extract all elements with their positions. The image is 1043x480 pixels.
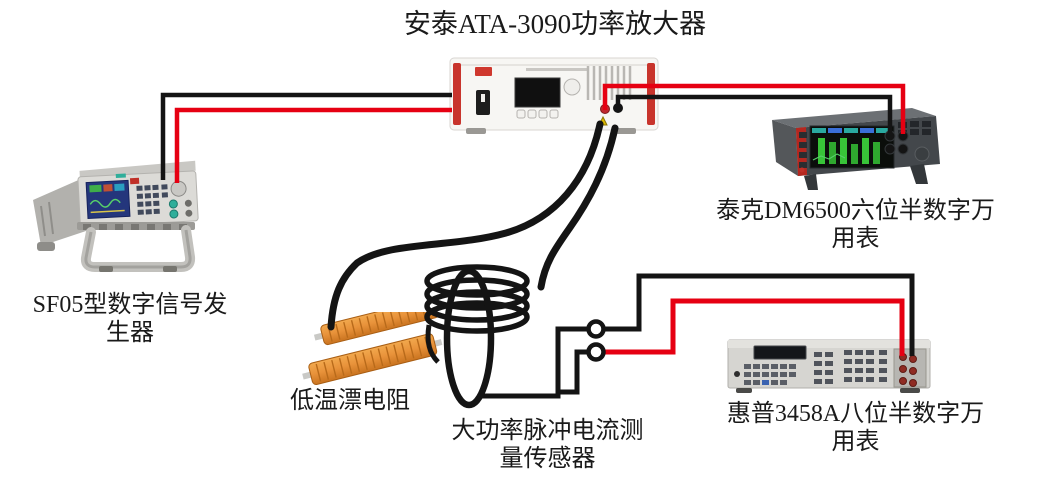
panel-text-smudge: [526, 68, 588, 71]
bnc-connector-2: [185, 209, 193, 217]
hp-left-keypad: [744, 364, 796, 385]
power-switch: [476, 90, 490, 115]
dm6500-leg-right: [910, 164, 928, 184]
amplifier-buttons: [516, 109, 559, 119]
resistor-image: [282, 312, 457, 407]
wire-ring-to-terminal-top: [481, 326, 589, 399]
rack-handle-left: [453, 63, 461, 125]
resistor-2: [302, 333, 443, 385]
teal-key: [115, 173, 126, 178]
generator-keypad: [136, 184, 169, 215]
output-jack-red: [600, 104, 610, 114]
dm6500-jack-bottom-left: [884, 143, 896, 155]
dm6500-left-buttons: [799, 132, 807, 168]
generator-rear-foot: [37, 242, 55, 251]
stand-foot: [99, 266, 113, 272]
dm6500-jack-top-left: [884, 130, 896, 142]
generator-front-panel: [77, 160, 199, 228]
diagram-title: 安泰ATA-3090功率放大器: [403, 9, 707, 39]
dm6500-side-face: [772, 120, 798, 176]
dm6500-leg-left: [804, 174, 818, 190]
output-button-1: [168, 199, 178, 209]
wire-amp-to-generator-red: [174, 107, 452, 183]
label-signal-generator: SF05型数字信号发 生器: [32, 292, 228, 347]
hp-foot: [900, 388, 920, 393]
label-dm6500: 泰克DM6500六位半数字万 用表: [716, 198, 995, 253]
amplifier-knob: [563, 78, 581, 96]
brand-logo: [475, 67, 492, 76]
generator-stand-handle: [80, 225, 196, 272]
hp-display: [753, 345, 807, 360]
output-button-2: [169, 209, 179, 219]
dm6500-jack-top-right: [897, 130, 909, 142]
red-function-key: [129, 177, 140, 185]
dm6500-jack-bottom-right: [897, 143, 909, 155]
output-jack-black: [613, 103, 623, 113]
dm6500-image: [762, 100, 942, 192]
signal-generator-image: [25, 158, 205, 278]
sensor-terminal-top: [586, 319, 606, 339]
amplifier-screen: [514, 77, 561, 108]
amplifier-foot: [616, 128, 636, 134]
generator-side-panel: [33, 178, 89, 246]
rack-handle-right: [647, 63, 655, 125]
hp-terminals: [899, 353, 917, 387]
sensor-terminal-bottom: [586, 342, 606, 362]
generator-knob: [170, 180, 187, 197]
wire-amp-to-coil: [537, 124, 619, 291]
wire-amp-to-resistor: [327, 120, 604, 331]
stand-foot: [163, 266, 177, 272]
hp3458a-image: [722, 332, 937, 396]
dm6500-knob: [914, 146, 930, 162]
wire-amp-to-generator-black: [160, 92, 452, 180]
bnc-connector-1: [184, 199, 192, 207]
amplifier-foot: [466, 128, 486, 134]
label-resistor: 低温漂电阻: [290, 388, 410, 414]
hp-foot: [736, 388, 752, 393]
label-hp3458a: 惠普3458A八位半数字万 用表: [726, 401, 985, 456]
hp-power-button: [734, 371, 740, 377]
dm6500-power-button: [799, 167, 805, 173]
power-amplifier-image: [448, 54, 660, 136]
label-current-sensor: 大功率脉冲电流测 量传感器: [451, 418, 644, 473]
wire-ring-to-terminal-bottom: [556, 349, 589, 395]
